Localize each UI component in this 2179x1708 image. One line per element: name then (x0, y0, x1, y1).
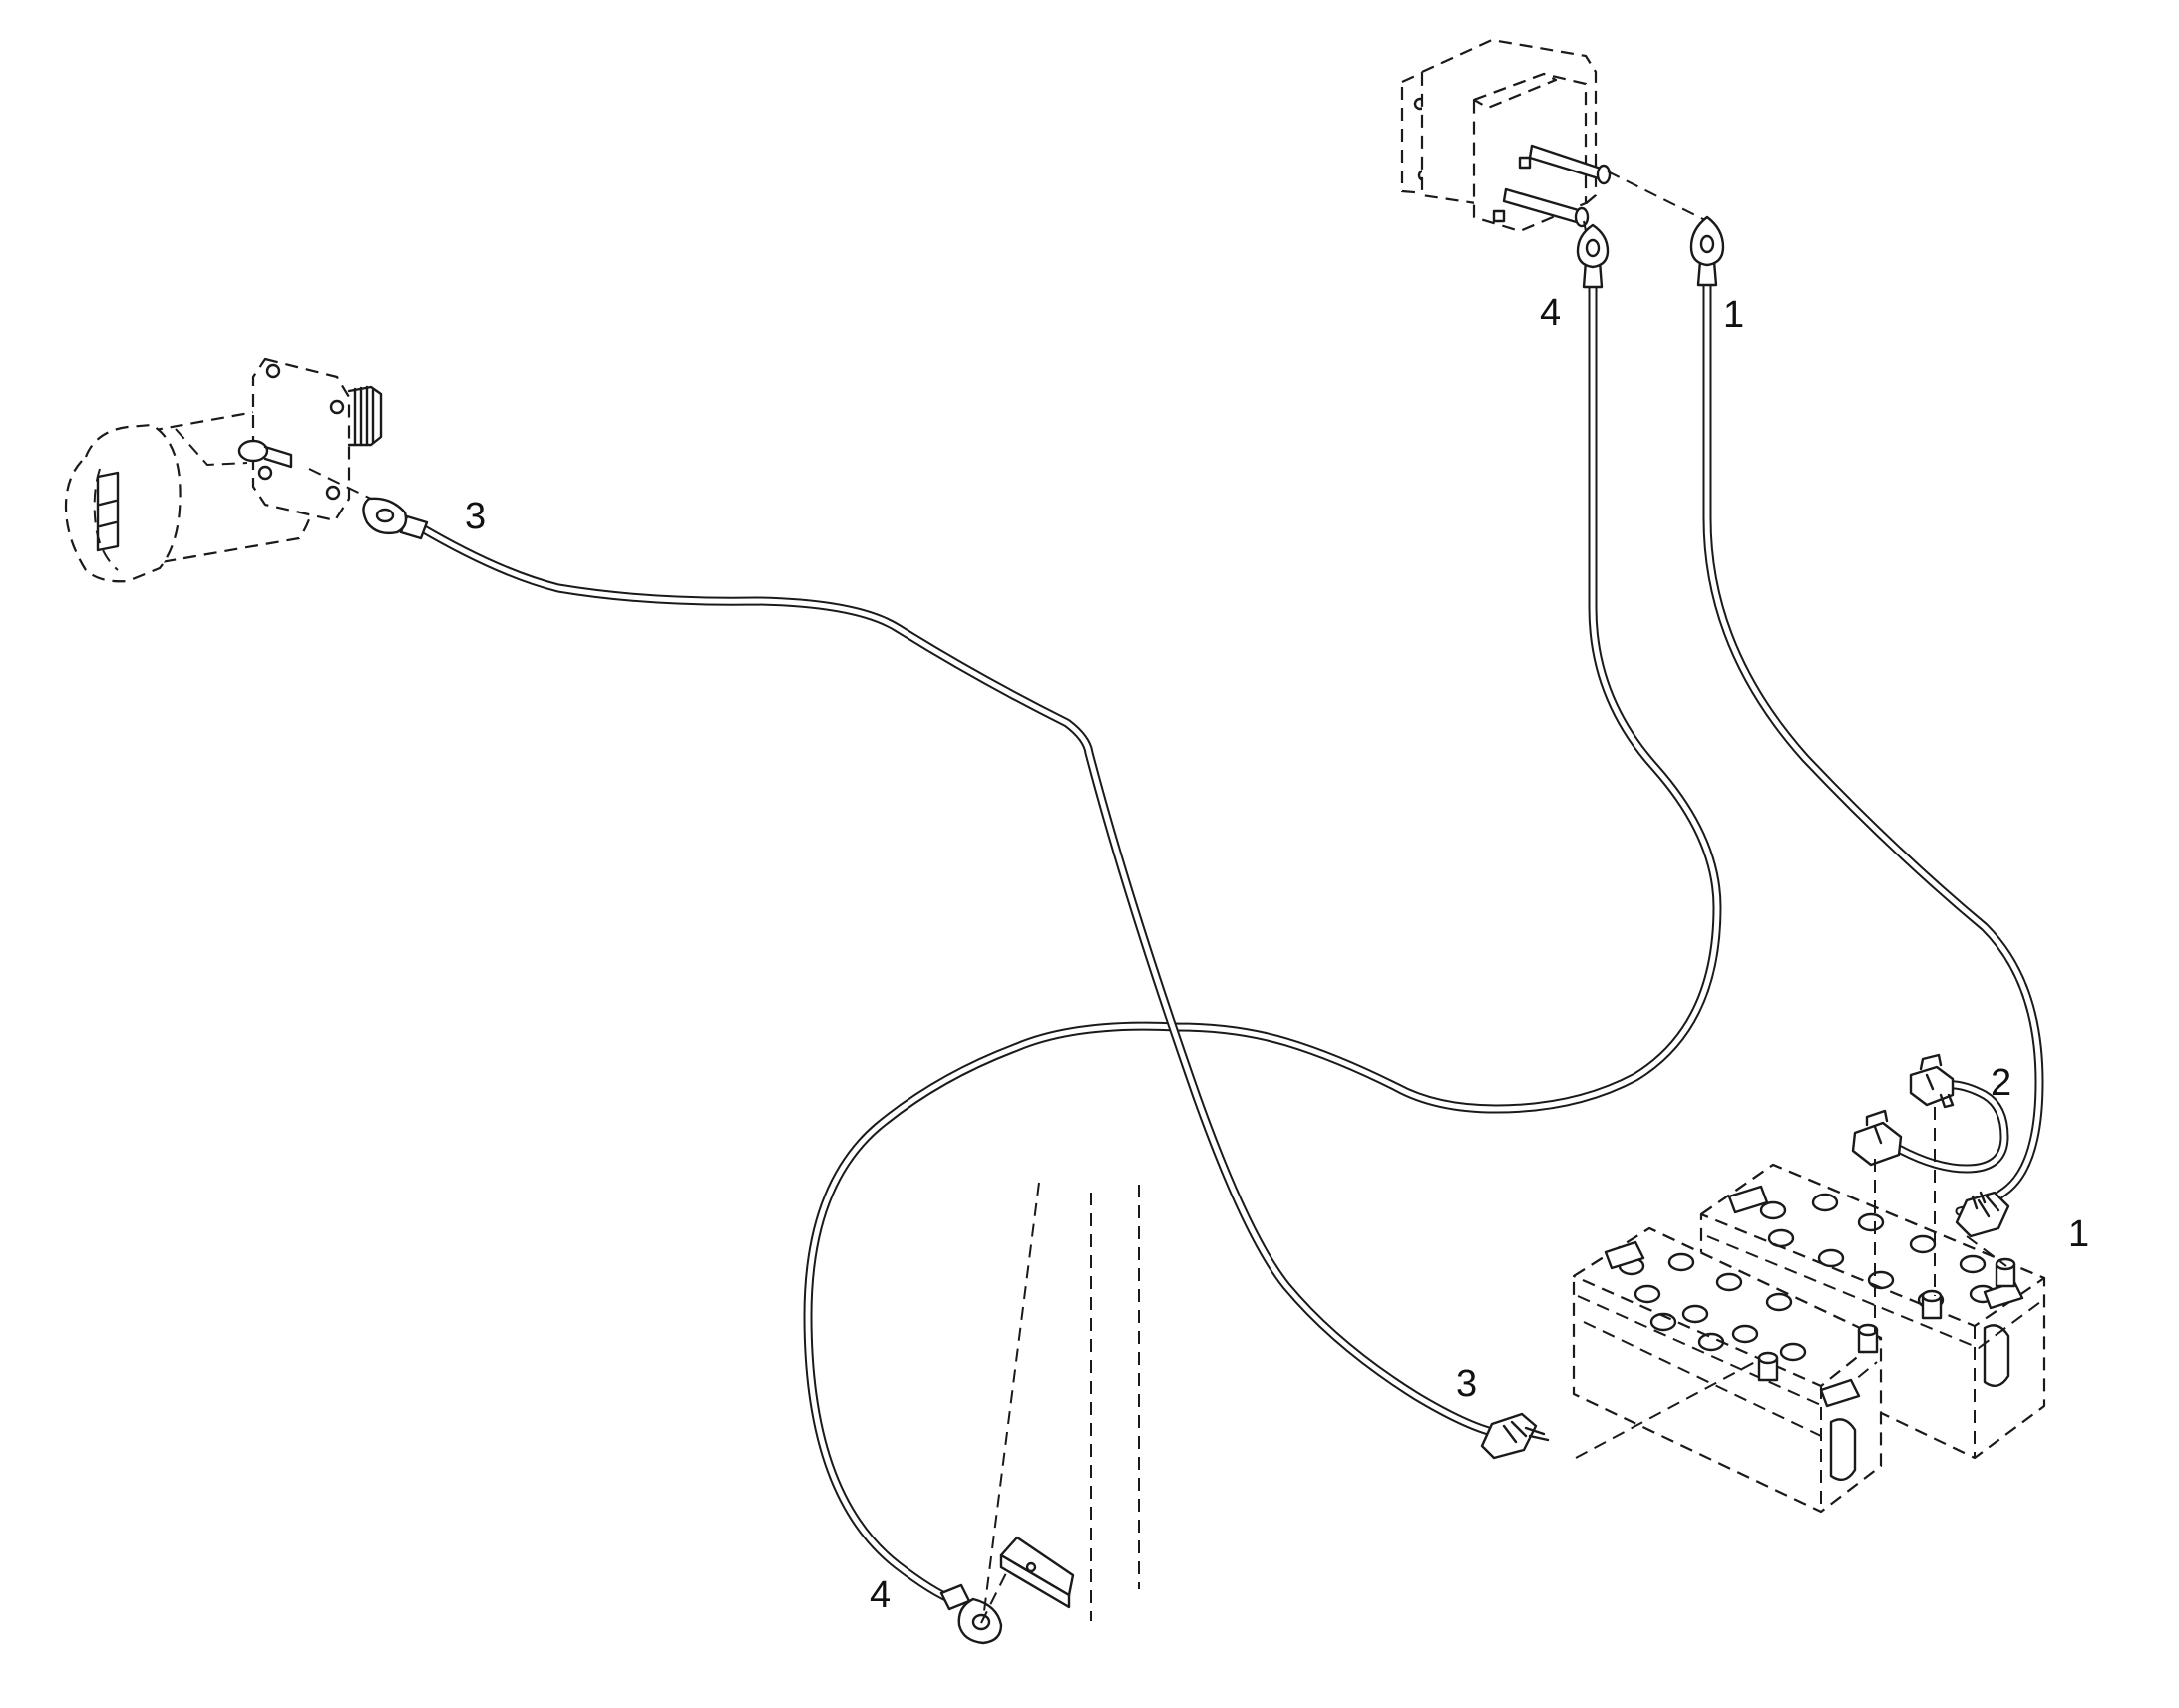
callout-2-jumper: 2 (1991, 1062, 2011, 1104)
callout-4-top: 4 (1540, 292, 1561, 334)
battery-master-switch-icon (1400, 38, 1708, 233)
callout-3-top: 3 (465, 496, 486, 537)
ground-plate-icon (980, 1182, 1140, 1624)
callout-1-top: 1 (1723, 294, 1744, 336)
ring-terminal-icon (362, 215, 1725, 1645)
battery-clamp-icon (1480, 1053, 2010, 1460)
callout-4-bottom: 4 (870, 1574, 891, 1616)
callout-3-bottom: 3 (1456, 1363, 1477, 1405)
starter-motor-icon (64, 357, 383, 583)
battery-pack-icon (1572, 1107, 2046, 1514)
callout-1-bottom: 1 (2068, 1213, 2089, 1255)
